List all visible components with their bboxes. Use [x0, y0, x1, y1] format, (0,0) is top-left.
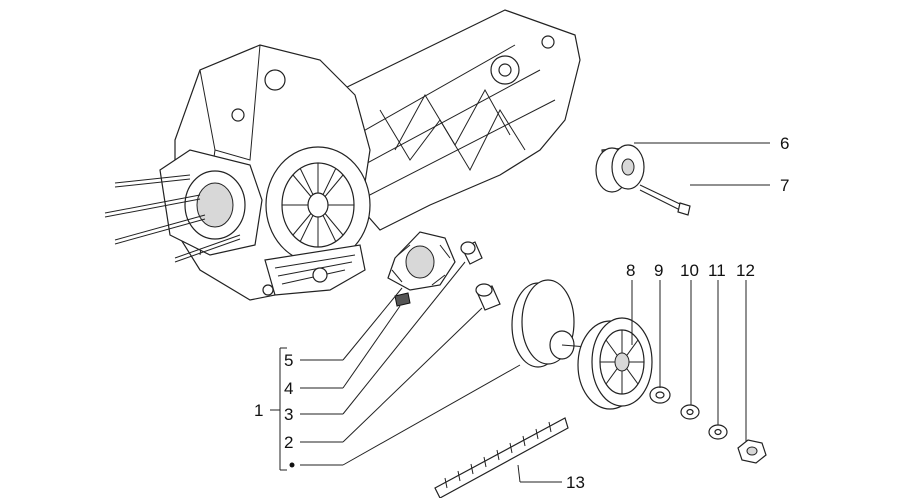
movable-pulley	[511, 279, 601, 368]
callout-1: 1	[254, 401, 263, 420]
callout-3: 3	[284, 405, 293, 424]
washer-9	[649, 386, 671, 404]
callout-4: 4	[284, 379, 293, 398]
slider-block	[394, 292, 411, 307]
callout-2: 2	[284, 433, 293, 452]
leader-lines	[270, 142, 770, 483]
callout-12: 12	[736, 261, 755, 280]
nut-12	[737, 439, 767, 464]
washer-10	[680, 404, 700, 420]
ramp-plate	[387, 231, 456, 291]
bullet-dot	[289, 462, 295, 468]
crankcase-housing	[104, 9, 581, 301]
drive-belt-13	[434, 417, 569, 498]
spacer-ring	[460, 241, 483, 265]
roller-6	[595, 144, 645, 193]
callout-7: 7	[780, 176, 789, 195]
callout-11: 11	[708, 261, 726, 280]
callout-10: 10	[680, 261, 699, 280]
washer-11	[708, 424, 728, 440]
callout-13: 13	[566, 473, 585, 492]
bolt-7	[639, 184, 691, 216]
bushing	[475, 283, 501, 311]
callout-6: 6	[780, 134, 789, 153]
fixed-pulley-fan	[577, 317, 653, 410]
callout-labels: 1 2 3 4 5 6 7 8 9 10 11 12 13	[254, 134, 789, 492]
callout-5: 5	[284, 351, 293, 370]
callout-9: 9	[654, 261, 663, 280]
callout-8: 8	[626, 261, 635, 280]
